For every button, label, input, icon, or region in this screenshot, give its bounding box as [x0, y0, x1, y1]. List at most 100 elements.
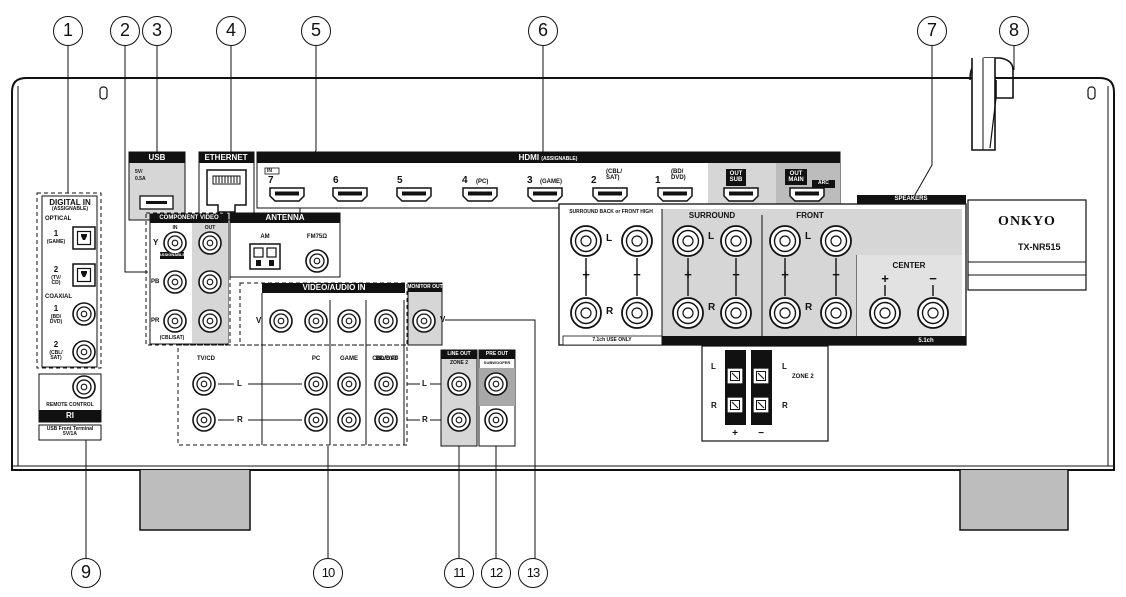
hdmi-title: HDMI (ASSIGNABLE): [518, 153, 578, 162]
pre-out-title: PRE OUT: [485, 351, 509, 357]
va-col-tvcd: TV/CD: [197, 356, 215, 362]
model-number: TX-NR515: [1018, 242, 1061, 252]
coaxial-2-num: 2: [53, 340, 59, 349]
antenna-fm-label: FM75Ω: [306, 234, 328, 240]
zone2-speaker-label: ZONE 2: [792, 374, 814, 380]
usb-title: USB: [148, 153, 166, 162]
coaxial-1-name: (BD/DVD): [49, 314, 63, 325]
hdmi-in-tag: IN: [267, 168, 272, 174]
front-r-label: R: [805, 302, 813, 313]
callout-2: 2: [110, 16, 140, 46]
sb-l-label: L: [606, 233, 613, 244]
ch51-label: 5.1ch: [918, 338, 934, 344]
line-out-l-label: L: [422, 379, 427, 388]
hdmi-input-3-name: (GAME): [540, 179, 562, 185]
callout-7: 7: [917, 16, 947, 46]
antenna-am-label: AM: [260, 234, 270, 240]
component-out-tag: OUT: [204, 225, 216, 231]
zone2-minus: −: [758, 428, 764, 439]
ri-label: RI: [66, 411, 74, 420]
center-plus: +: [881, 271, 889, 286]
coaxial-1-num: 1: [53, 304, 59, 313]
surround-minus: −: [732, 267, 740, 282]
video-v-label: V: [256, 316, 262, 325]
front-l-label: L: [805, 231, 812, 242]
ethernet-title: ETHERNET: [204, 153, 248, 162]
line-out-title: LINE OUT: [447, 351, 471, 357]
callout-1: 1: [53, 16, 83, 46]
optical-1-num: 1: [53, 229, 59, 238]
center-label: CENTER: [892, 261, 926, 270]
center-minus: −: [929, 271, 937, 286]
usb-spec-voltage: 5V/: [135, 169, 143, 175]
digital-in-subtitle: (ASSIGNABLE): [51, 206, 89, 212]
zone2-plus: +: [732, 428, 738, 439]
callout-5: 5: [301, 16, 331, 46]
callout-9: 9: [71, 558, 101, 588]
sb-r-label: R: [606, 306, 614, 317]
callout-13: 13: [518, 558, 548, 588]
component-source-label: (CBL/SAT): [159, 335, 185, 341]
hdmi-input-2-name: (CBL/SAT): [606, 169, 622, 181]
surround-plus: +: [684, 267, 692, 282]
component-y-label: Y: [153, 238, 159, 247]
monitor-out-title: MONITOR OUT: [407, 284, 443, 290]
video-audio-in-title: VIDEO/AUDIO IN: [302, 283, 366, 292]
component-pb-label: PB: [151, 279, 160, 285]
optical-1-name: (GAME): [46, 239, 66, 245]
optical-2-name: (TV/CD): [51, 275, 61, 286]
front-plus: +: [781, 267, 789, 282]
component-video-title: COMPONENT VIDEO: [159, 215, 219, 221]
hdmi-arc-label: ARC: [818, 180, 829, 186]
surround-r-label: R: [708, 302, 716, 313]
va-r-label: R: [237, 415, 243, 424]
va-col-game: GAME: [340, 356, 358, 362]
hdmi-input-5: 5: [397, 175, 403, 186]
hdmi-input-1: 1: [655, 175, 661, 186]
component-in-tag: IN: [172, 225, 178, 231]
hdmi-input-1-name: (BD/DVD): [671, 169, 686, 181]
coaxial-label: COAXIAL: [45, 294, 72, 300]
front-label: FRONT: [796, 211, 824, 220]
va-col-bddvd: BD/DVD: [375, 356, 399, 362]
va-col-pc: PC: [311, 356, 321, 362]
brand-logo: ONKYO: [998, 214, 1056, 229]
antenna-title: ANTENNA: [265, 213, 305, 222]
callout-4: 4: [216, 16, 246, 46]
surround-back-label: SURROUND BACK or FRONT HIGH: [569, 209, 653, 215]
line-out-zone2: ZONE 2: [449, 360, 469, 366]
callout-11: 11: [444, 558, 474, 588]
hdmi-input-3: 3: [527, 175, 533, 186]
hdmi-input-4-name: (PC): [476, 179, 489, 185]
surround-l-label: L: [708, 231, 715, 242]
zone2-r-label-right: R: [782, 401, 788, 410]
callout-8: 8: [999, 16, 1029, 46]
surround-label: SURROUND: [688, 211, 736, 220]
monitor-v-label: V: [440, 315, 446, 324]
hdmi-input-6: 6: [333, 175, 339, 186]
zone2-l-label-right: L: [782, 362, 787, 371]
hdmi-input-2: 2: [591, 175, 597, 186]
component-assignable-tag: ASSIGNABLE: [158, 252, 186, 257]
pre-out-subwoofer: SUBWOOFER: [483, 360, 511, 365]
callout-6: 6: [528, 16, 558, 46]
sb-minus: −: [633, 267, 641, 282]
coaxial-2-name: (CBL/SAT): [49, 350, 63, 361]
hdmi-input-7: 7: [268, 175, 274, 186]
component-pr-label: PR: [151, 318, 160, 324]
remote-control-label: REMOTE CONTROL: [46, 402, 94, 408]
callout-12: 12: [481, 558, 511, 588]
zone2-l-label: L: [711, 362, 716, 371]
usb-spec-current: 0.5A: [135, 176, 146, 182]
zone2-r-label: R: [711, 401, 717, 410]
callout-3: 3: [142, 16, 172, 46]
line-out-r-label: R: [422, 415, 428, 424]
front-minus: −: [832, 267, 840, 282]
surround-back-note: 7.1ch USE ONLY: [592, 337, 632, 343]
va-l-label: L: [237, 379, 242, 388]
va-col-cblsat: CBL/SAT: [372, 356, 398, 362]
